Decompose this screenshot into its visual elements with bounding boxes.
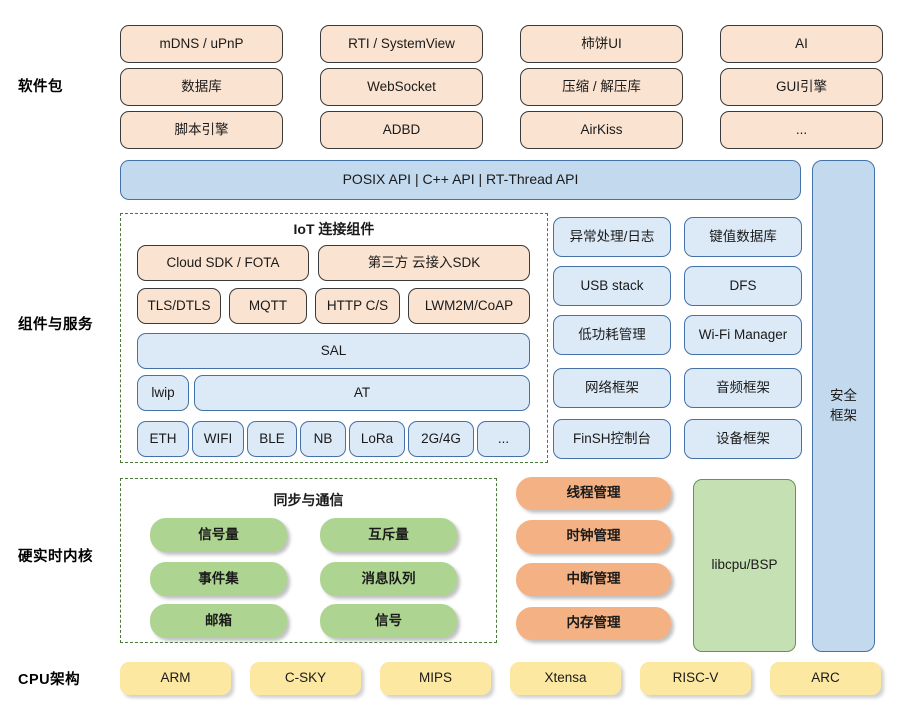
kernel-sync-box[interactable]: 互斥量 — [320, 518, 457, 552]
component-box[interactable]: DFS — [684, 266, 802, 306]
package-box[interactable]: ... — [720, 111, 883, 149]
cpu-arch-box[interactable]: C-SKY — [250, 662, 361, 695]
iot-protocol-box[interactable]: LWM2M/CoAP — [408, 288, 530, 324]
package-box[interactable]: AI — [720, 25, 883, 63]
component-box[interactable]: 网络框架 — [553, 368, 671, 408]
component-box[interactable]: 设备框架 — [684, 419, 802, 459]
package-box[interactable]: 压缩 / 解压库 — [520, 68, 683, 106]
iot-protocol-box[interactable]: TLS/DTLS — [137, 288, 221, 324]
component-box[interactable]: Wi-Fi Manager — [684, 315, 802, 355]
sync-communication-title: 同步与通信 — [273, 492, 344, 508]
security-line-1: 安全 — [830, 388, 857, 404]
component-box[interactable]: 低功耗管理 — [553, 315, 671, 355]
component-box[interactable]: 音频框架 — [684, 368, 802, 408]
package-box[interactable]: 脚本引擎 — [120, 111, 283, 149]
iot-lwip-box[interactable]: lwip — [137, 375, 189, 411]
iot-cloud-box[interactable]: 第三方 云接入SDK — [318, 245, 530, 281]
section-label-cpu-architecture: CPU架构 — [18, 672, 81, 688]
kernel-sync-box[interactable]: 信号 — [320, 604, 457, 638]
iot-cloud-box[interactable]: Cloud SDK / FOTA — [137, 245, 309, 281]
kernel-management-box[interactable]: 线程管理 — [516, 477, 671, 510]
cpu-arch-box[interactable]: Xtensa — [510, 662, 621, 695]
security-framework-box[interactable]: 安全 框架 — [812, 160, 875, 652]
kernel-management-box[interactable]: 时钟管理 — [516, 520, 671, 553]
iot-link-box[interactable]: ETH — [137, 421, 189, 457]
kernel-sync-box[interactable]: 邮箱 — [150, 604, 287, 638]
iot-components-title: IoT 连接组件 — [293, 221, 375, 237]
iot-link-box[interactable]: NB — [300, 421, 346, 457]
kernel-management-box[interactable]: 内存管理 — [516, 607, 671, 640]
iot-protocol-box[interactable]: MQTT — [229, 288, 307, 324]
package-box[interactable]: ADBD — [320, 111, 483, 149]
component-box[interactable]: 异常处理/日志 — [553, 217, 671, 257]
section-label-components-services: 组件与服务 — [18, 317, 93, 333]
security-line-2: 框架 — [830, 408, 857, 423]
package-box[interactable]: 柿饼UI — [520, 25, 683, 63]
api-bar: POSIX API | C++ API | RT-Thread API — [120, 160, 801, 200]
sync-communication-frame — [120, 478, 497, 643]
package-box[interactable]: GUI引擎 — [720, 68, 883, 106]
package-box[interactable]: AirKiss — [520, 111, 683, 149]
component-box[interactable]: USB stack — [553, 266, 671, 306]
package-box[interactable]: mDNS / uPnP — [120, 25, 283, 63]
section-label-hard-realtime-kernel: 硬实时内核 — [18, 549, 93, 565]
package-box[interactable]: WebSocket — [320, 68, 483, 106]
iot-components-frame — [120, 213, 548, 463]
package-box[interactable]: 数据库 — [120, 68, 283, 106]
kernel-management-box[interactable]: 中断管理 — [516, 563, 671, 596]
security-framework-label: 安全 框架 — [830, 386, 857, 425]
package-box[interactable]: RTI / SystemView — [320, 25, 483, 63]
iot-sal-box[interactable]: SAL — [137, 333, 530, 369]
iot-at-box[interactable]: AT — [194, 375, 530, 411]
cpu-arch-box[interactable]: ARM — [120, 662, 231, 695]
iot-link-box[interactable]: LoRa — [349, 421, 405, 457]
iot-link-box[interactable]: WIFI — [192, 421, 244, 457]
cpu-arch-box[interactable]: MIPS — [380, 662, 491, 695]
cpu-arch-box[interactable]: ARC — [770, 662, 881, 695]
cpu-arch-box[interactable]: RISC-V — [640, 662, 751, 695]
kernel-sync-box[interactable]: 信号量 — [150, 518, 287, 552]
iot-link-box[interactable]: ... — [477, 421, 530, 457]
iot-protocol-box[interactable]: HTTP C/S — [315, 288, 400, 324]
kernel-sync-box[interactable]: 消息队列 — [320, 562, 457, 596]
libcpu-bsp-box[interactable]: libcpu/BSP — [693, 479, 796, 652]
section-label-software-packages: 软件包 — [18, 79, 63, 95]
component-box[interactable]: FinSH控制台 — [553, 419, 671, 459]
iot-link-box[interactable]: BLE — [247, 421, 297, 457]
component-box[interactable]: 键值数据库 — [684, 217, 802, 257]
kernel-sync-box[interactable]: 事件集 — [150, 562, 287, 596]
iot-link-box[interactable]: 2G/4G — [408, 421, 474, 457]
